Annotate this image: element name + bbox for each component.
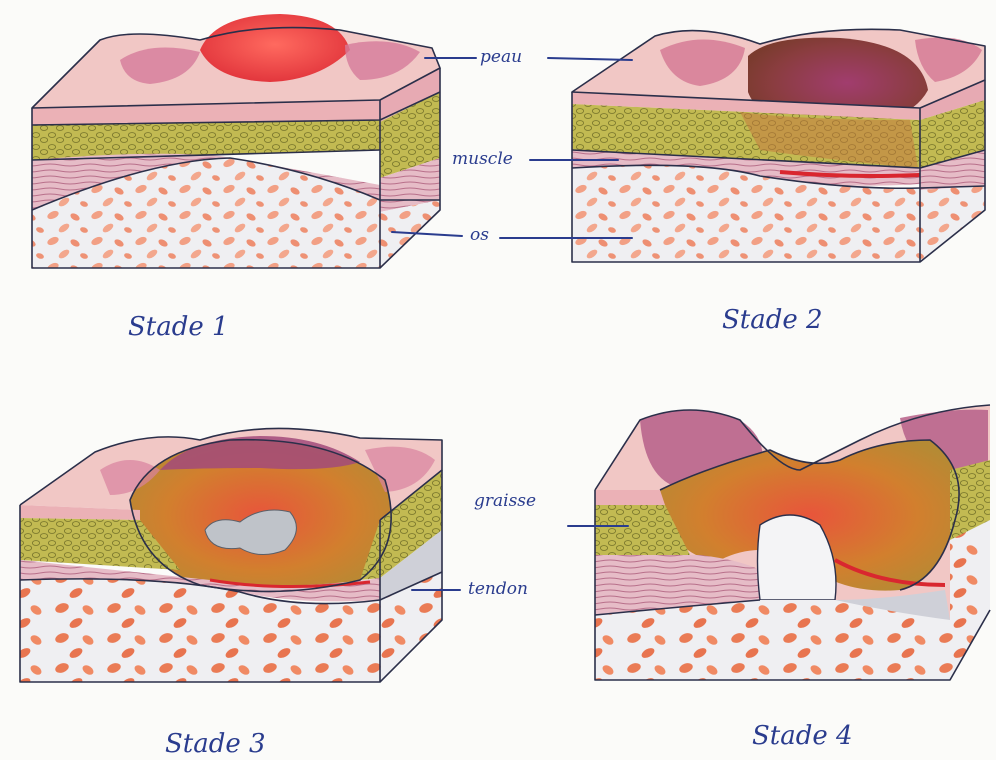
stage-4-block	[595, 405, 990, 680]
label-tendon: tendon	[468, 579, 528, 599]
stage-3-block	[20, 428, 442, 682]
stage-4-title: Stade 4	[752, 721, 853, 751]
stage-2-block	[572, 29, 985, 262]
stage-3-title: Stade 3	[165, 729, 266, 759]
stage-1-title: Stade 1	[128, 312, 229, 342]
label-skin: peau	[480, 47, 522, 67]
stage-1-block	[32, 14, 440, 268]
label-muscle: muscle	[452, 149, 513, 169]
label-fat: graisse	[474, 491, 536, 511]
label-bone: os	[470, 225, 489, 245]
stage-2-title: Stade 2	[722, 305, 823, 335]
